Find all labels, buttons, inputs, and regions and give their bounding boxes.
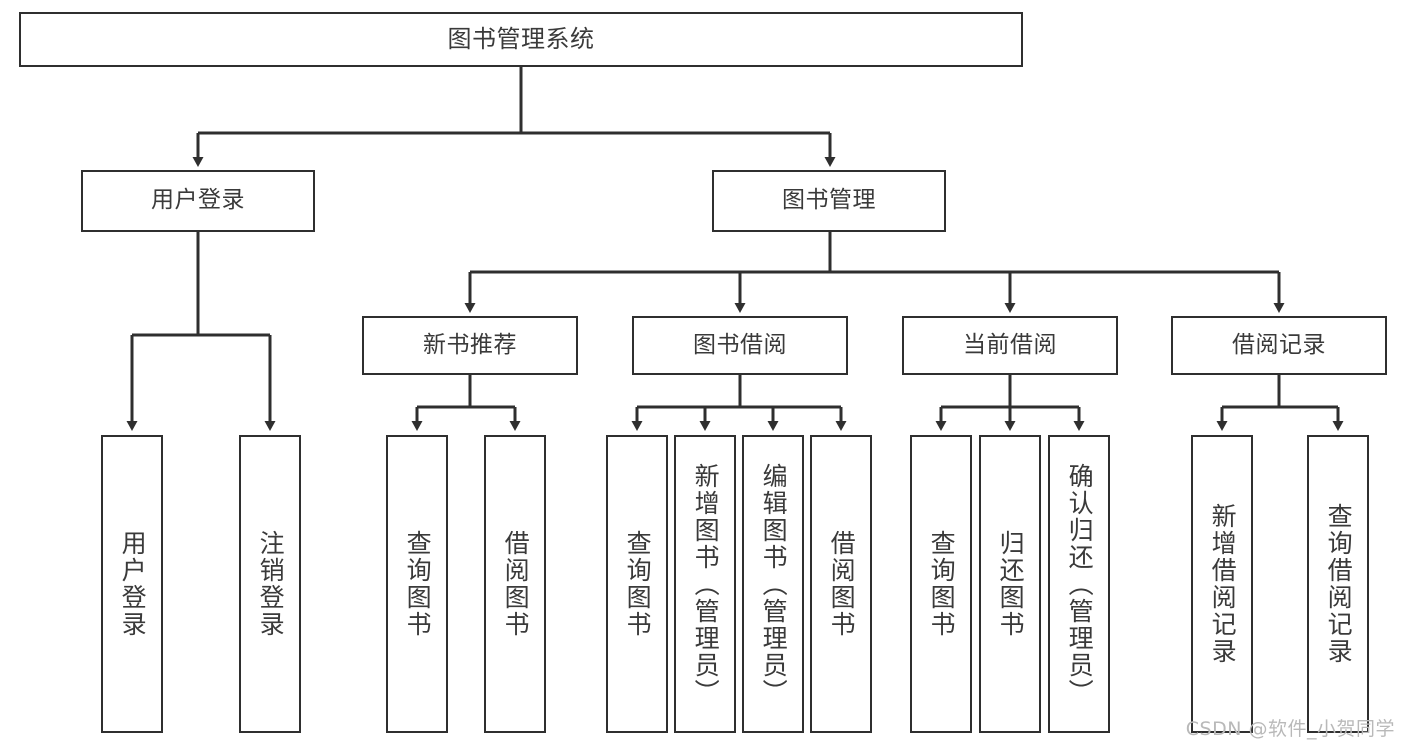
node-leaf-query-book-1-label: 查询图书 (403, 530, 433, 638)
node-user-login[interactable]: 用户登录 (81, 170, 315, 232)
node-borrow-record-label: 借阅记录 (1232, 331, 1326, 358)
node-new-book-recommend-label: 新书推荐 (423, 331, 517, 358)
node-current-borrow[interactable]: 当前借阅 (902, 316, 1118, 375)
node-leaf-return-book-label: 归还图书 (996, 530, 1026, 638)
node-leaf-edit-book[interactable]: 编辑图书（管理员） (742, 435, 804, 733)
node-leaf-add-record-label: 新增借阅记录 (1208, 503, 1238, 665)
node-leaf-query-book-2-label: 查询图书 (623, 530, 653, 638)
node-leaf-query-book-1[interactable]: 查询图书 (386, 435, 448, 733)
node-leaf-user-login[interactable]: 用户登录 (101, 435, 163, 733)
node-leaf-query-book-2[interactable]: 查询图书 (606, 435, 668, 733)
node-leaf-confirm-return[interactable]: 确认归还（管理员） (1048, 435, 1110, 733)
node-leaf-query-record[interactable]: 查询借阅记录 (1307, 435, 1369, 733)
node-leaf-user-login-label: 用户登录 (118, 530, 148, 638)
node-leaf-add-book[interactable]: 新增图书（管理员） (674, 435, 736, 733)
node-root-label: 图书管理系统 (447, 25, 595, 54)
node-leaf-add-record[interactable]: 新增借阅记录 (1191, 435, 1253, 733)
node-user-login-label: 用户登录 (151, 187, 245, 214)
node-current-borrow-label: 当前借阅 (963, 331, 1057, 358)
csdn-watermark: CSDN @软件_小贺同学 (1185, 718, 1395, 740)
node-book-borrow[interactable]: 图书借阅 (632, 316, 848, 375)
node-leaf-query-record-label: 查询借阅记录 (1324, 503, 1354, 665)
node-leaf-borrow-book-2[interactable]: 借阅图书 (810, 435, 872, 733)
node-leaf-borrow-book-1[interactable]: 借阅图书 (484, 435, 546, 733)
node-leaf-return-book[interactable]: 归还图书 (979, 435, 1041, 733)
node-leaf-logout-login-label: 注销登录 (256, 530, 286, 638)
node-book-borrow-label: 图书借阅 (693, 331, 787, 358)
node-leaf-add-book-label: 新增图书（管理员） (691, 462, 721, 706)
node-book-management-label: 图书管理 (782, 187, 876, 214)
node-leaf-confirm-return-label: 确认归还（管理员） (1065, 462, 1095, 706)
node-leaf-edit-book-label: 编辑图书（管理员） (759, 462, 789, 706)
node-borrow-record[interactable]: 借阅记录 (1171, 316, 1387, 375)
node-root[interactable]: 图书管理系统 (19, 12, 1023, 67)
node-leaf-logout-login[interactable]: 注销登录 (239, 435, 301, 733)
node-leaf-borrow-book-1-label: 借阅图书 (501, 530, 531, 638)
node-new-book-recommend[interactable]: 新书推荐 (362, 316, 578, 375)
node-leaf-query-book-3-label: 查询图书 (927, 530, 957, 638)
node-leaf-query-book-3[interactable]: 查询图书 (910, 435, 972, 733)
node-book-management[interactable]: 图书管理 (712, 170, 946, 232)
node-leaf-borrow-book-2-label: 借阅图书 (827, 530, 857, 638)
